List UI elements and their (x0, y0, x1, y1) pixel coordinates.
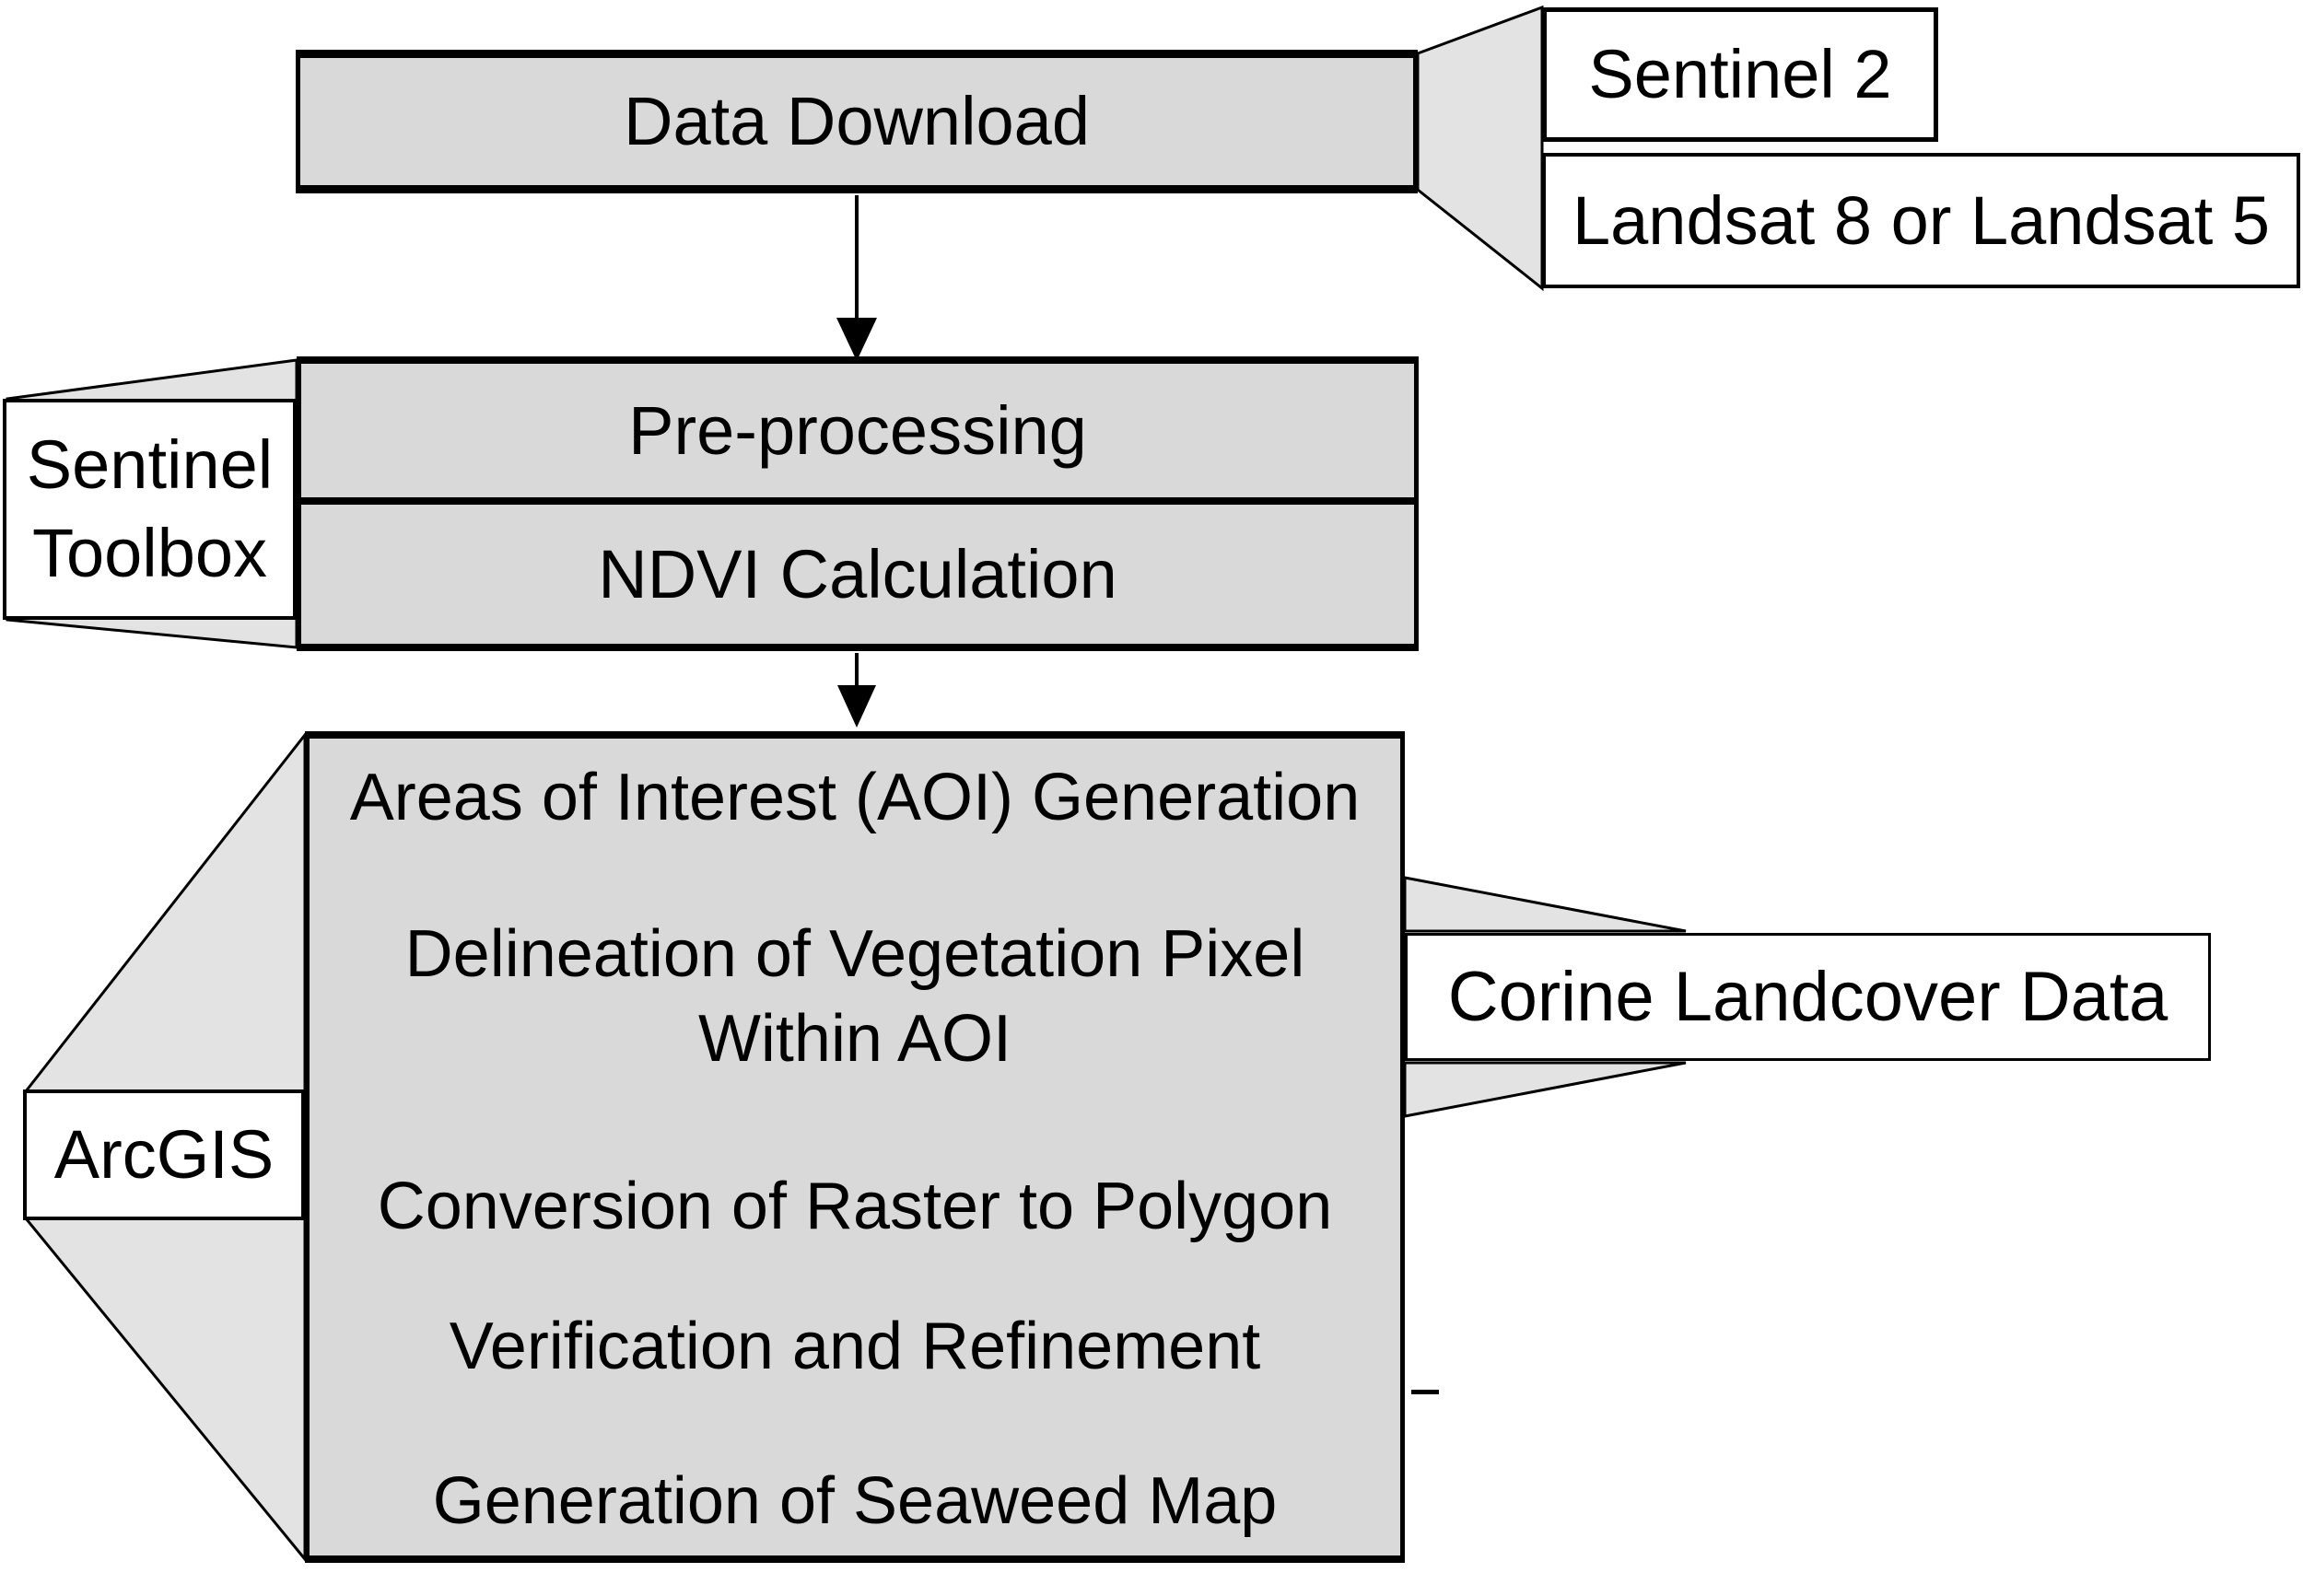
workflow-step-verification: Verification and Refinement (449, 1310, 1261, 1383)
sentinel2-label: Sentinel 2 (1588, 36, 1892, 113)
preprocessing-label: Pre-processing (628, 392, 1087, 469)
landsat-box: Landsat 8 or Landsat 5 (1542, 153, 2300, 288)
arrow-ndvi-workflow-head (837, 685, 876, 728)
corine-landcover-label: Corine Landcover Data (1447, 957, 2169, 1036)
workflow-step-delineation-line2: Within AOI (697, 1002, 1012, 1076)
funnel-data-sources (1416, 5, 1544, 292)
arrow-download-preprocessing-head (836, 318, 877, 361)
data-download-box: Data Download (296, 50, 1418, 193)
sentinel-toolbox-box: Sentinel Toolbox (3, 399, 297, 620)
sentinel-toolbox-label-line1: Sentinel (26, 426, 274, 503)
arcgis-label: ArcGIS (53, 1116, 275, 1194)
ndvi-row: NDVI Calculation (301, 497, 1414, 644)
corine-landcover-box: Corine Landcover Data (1405, 933, 2211, 1061)
data-download-label: Data Download (624, 83, 1090, 160)
landsat-label: Landsat 8 or Landsat 5 (1572, 181, 2271, 259)
ndvi-label: NDVI Calculation (598, 536, 1117, 612)
funnel-corine-bottom (1403, 1061, 1687, 1118)
funnel-corine-top (1403, 876, 1687, 933)
workflow-box: Areas of Interest (AOI) Generation Delin… (305, 731, 1405, 1563)
workflow-step-seaweed-map: Generation of Seaweed Map (432, 1464, 1278, 1538)
arcgis-box: ArcGIS (23, 1089, 305, 1220)
workflow-step-delineation-line1: Delineation of Vegetation Pixel (404, 917, 1305, 991)
sentinel2-box: Sentinel 2 (1542, 7, 1938, 142)
sentinel-toolbox-label-line2: Toolbox (31, 515, 268, 591)
preprocessing-row: Pre-processing (301, 364, 1414, 497)
workflow-step-aoi-generation: Areas of Interest (AOI) Generation (349, 761, 1361, 834)
tick-artifact (1411, 1390, 1439, 1394)
workflow-step-raster-to-polygon: Conversion of Raster to Polygon (377, 1170, 1333, 1243)
preprocessing-ndvi-box: Pre-processing NDVI Calculation (297, 356, 1419, 651)
